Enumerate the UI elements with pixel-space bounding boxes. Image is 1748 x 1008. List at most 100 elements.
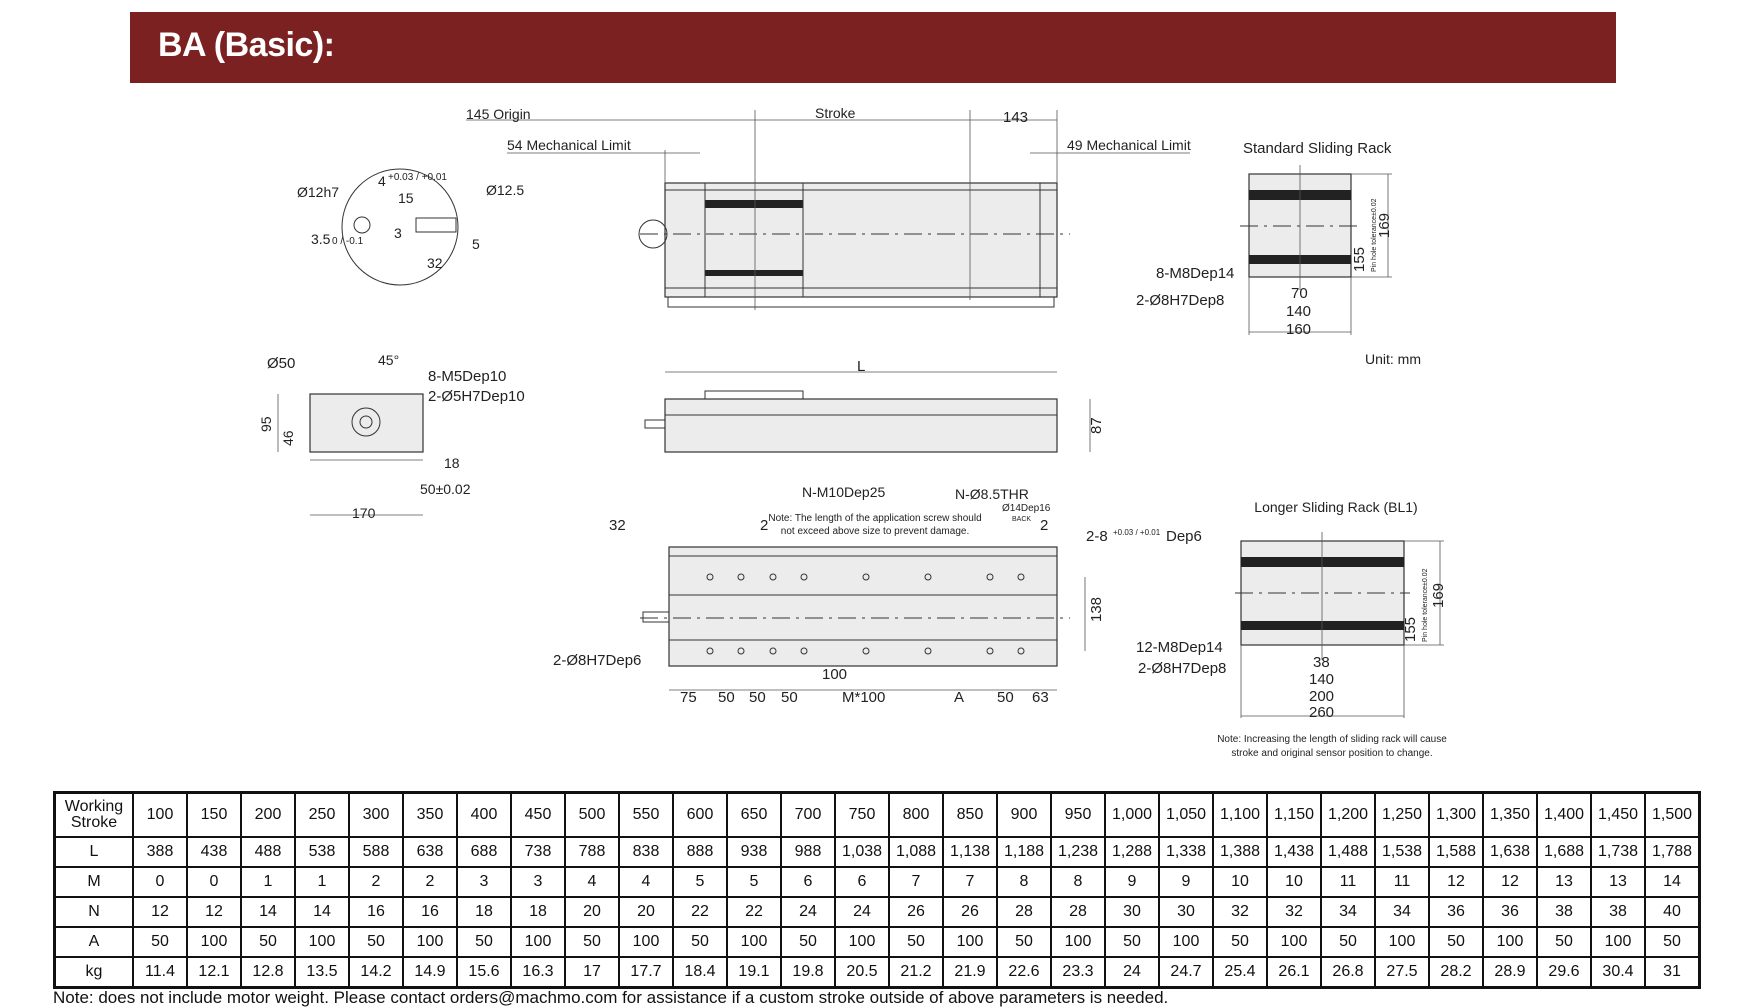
table-cell: 1,150 [1266, 791, 1322, 838]
std-pin-tol: Pin hole tolerance±0.02 [1371, 198, 1378, 272]
unit-label: Unit: mm [1365, 351, 1421, 367]
table-cell: 13 [1536, 866, 1592, 898]
long-dim-260: 260 [1309, 704, 1334, 721]
section-banner: BA (Basic): [130, 12, 1616, 83]
bottom-dim: 50 [749, 689, 766, 706]
row-header: Working Stroke [53, 791, 134, 838]
table-cell: 1,200 [1320, 791, 1376, 838]
table-cell: 100 [510, 926, 566, 958]
long-note-1: Note: Increasing the length of sliding r… [1217, 734, 1447, 745]
table-cell: 0 [132, 866, 188, 898]
table-cell: 30.4 [1590, 956, 1646, 989]
table-cell: 25.4 [1212, 956, 1268, 989]
bottom-holes: N-M10Dep25 [802, 484, 885, 500]
bottom-pins-left: 2-Ø8H7Dep6 [553, 652, 641, 669]
long-dim-38: 38 [1313, 654, 1330, 671]
table-cell: 100 [834, 926, 890, 958]
table-cell: 1,038 [834, 836, 890, 868]
table-cell: 0 [186, 866, 242, 898]
table-cell: 3 [456, 866, 512, 898]
table-cell: 50 [240, 926, 296, 958]
row-header: A [53, 926, 134, 958]
table-cell: 50 [132, 926, 188, 958]
table-cell: 1,438 [1266, 836, 1322, 868]
table-cell: 20 [618, 896, 674, 928]
table-cell: 900 [996, 791, 1052, 838]
table-cell: 438 [186, 836, 242, 868]
table-cell: 24.7 [1158, 956, 1214, 989]
table-cell: 100 [294, 926, 350, 958]
row-header: N [53, 896, 134, 928]
table-cell: 1,300 [1428, 791, 1484, 838]
shaft-detail: Ø12h7 4 +0.03 / +0.01 15 Ø12.5 3 5 3.5 0… [297, 168, 524, 286]
table-cell: 50 [1212, 926, 1268, 958]
table-cell: 13.5 [294, 956, 350, 989]
table-cell: 350 [402, 791, 458, 838]
table-cell: 1,388 [1212, 836, 1268, 868]
table-cell: 28.2 [1428, 956, 1484, 989]
std-dim-160: 160 [1286, 321, 1311, 338]
table-cell: 1,138 [942, 836, 998, 868]
table-cell: 11.4 [132, 956, 188, 989]
table-cell: 50 [1320, 926, 1376, 958]
table-cell: 100 [726, 926, 782, 958]
table-cell: 22 [726, 896, 782, 928]
table-cell: 36 [1428, 896, 1484, 928]
section-title: BA (Basic): [158, 26, 335, 64]
table-cell: 14.9 [402, 956, 458, 989]
table-cell: 22.6 [996, 956, 1052, 989]
table-cell: 14 [294, 896, 350, 928]
end-pins: 2-Ø5H7Dep10 [428, 388, 525, 405]
table-cell: 9 [1158, 866, 1214, 898]
table-cell: 16 [402, 896, 458, 928]
table-cell: 100 [618, 926, 674, 958]
table-cell: 38 [1590, 896, 1646, 928]
table-cell: 26 [888, 896, 944, 928]
long-dim-200: 200 [1309, 688, 1334, 705]
table-cell: 34 [1320, 896, 1376, 928]
technical-drawing: 145 Origin Stroke 143 54 Mechanical Limi… [258, 105, 1447, 759]
table-cell: 18 [510, 896, 566, 928]
table-cell: 29.6 [1536, 956, 1592, 989]
table-cell: 1,288 [1104, 836, 1160, 868]
dim-3-5-tol: 0 / -0.1 [332, 236, 364, 247]
table-cell: 50 [672, 926, 728, 958]
bottom-dim: A [954, 689, 964, 706]
table-cell: 50 [348, 926, 404, 958]
mech-limit-left: 54 Mechanical Limit [507, 137, 631, 153]
table-cell: 588 [348, 836, 404, 868]
table-cell: 19.1 [726, 956, 782, 989]
table-cell: 1 [294, 866, 350, 898]
table-cell: 400 [456, 791, 512, 838]
side-length: L [857, 358, 865, 375]
table-cell: 10 [1266, 866, 1322, 898]
table-cell: 40 [1644, 896, 1701, 928]
table-cell: 3 [510, 866, 566, 898]
standard-rack-title: Standard Sliding Rack [1243, 140, 1392, 157]
table-cell: 21.2 [888, 956, 944, 989]
std-dim-140: 140 [1286, 303, 1311, 320]
bottom-dim-2-right: 2 [1040, 517, 1048, 534]
table-cell: 488 [240, 836, 296, 868]
shaft-dia: Ø12h7 [297, 184, 339, 200]
origin-label: 145 Origin [466, 106, 531, 122]
dim-15: 15 [398, 190, 414, 206]
bottom-pin-right-tol: +0.03 / +0.01 [1113, 528, 1161, 537]
table-cell: 20.5 [834, 956, 890, 989]
bottom-pin-right: 2-8 [1086, 528, 1108, 545]
table-cell: 28 [996, 896, 1052, 928]
table-footnote: Note: does not include motor weight. Ple… [53, 988, 1169, 1007]
table-cell: 15.6 [456, 956, 512, 989]
bottom-dim-138: 138 [1088, 597, 1105, 622]
table-cell: 4 [618, 866, 674, 898]
bottom-back: BACK [1012, 516, 1031, 523]
table-cell: 100 [1266, 926, 1322, 958]
table-cell: 38 [1536, 896, 1592, 928]
table-cell: 100 [1050, 926, 1106, 958]
table-cell: 19.8 [780, 956, 836, 989]
table-cell: 988 [780, 836, 836, 868]
table-cell: 10 [1212, 866, 1268, 898]
table-cell: 18 [456, 896, 512, 928]
